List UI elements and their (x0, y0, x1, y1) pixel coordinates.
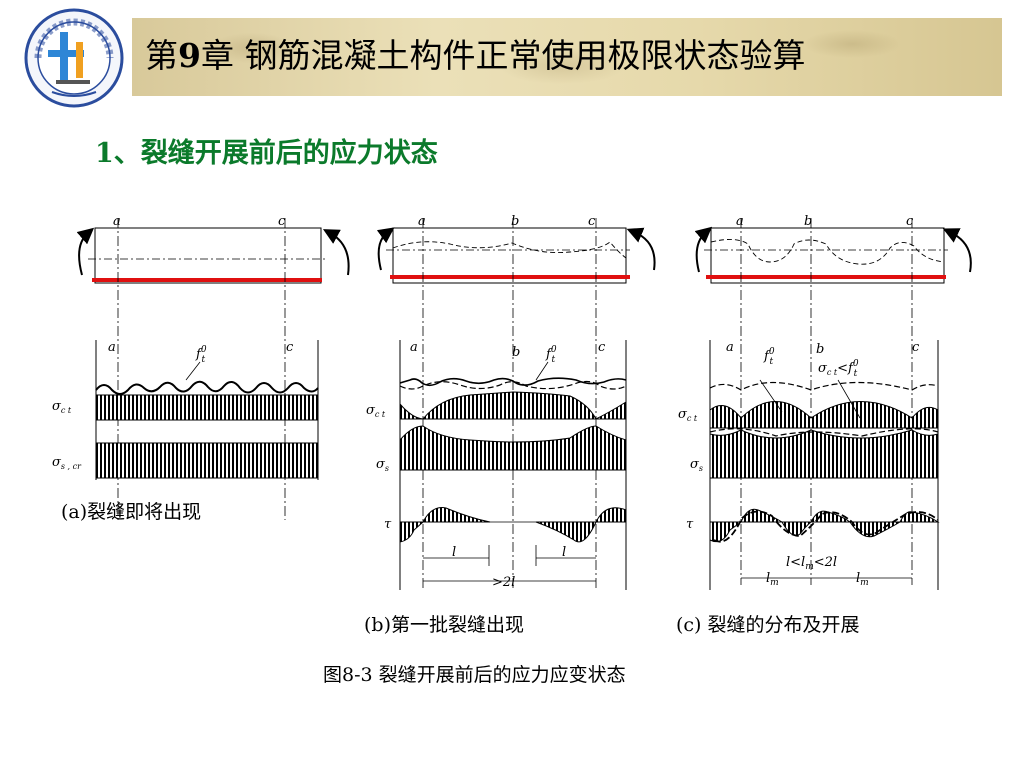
section-title: 1、裂缝开展前后的应力状态 (95, 138, 438, 169)
panel-b-dim-l2: l (562, 545, 566, 560)
caption-panel-a: (a)裂缝即将出现 (61, 501, 202, 523)
caption-panel-b: (b)第一批裂缝出现 (364, 614, 524, 636)
panel-b-tau: τ (384, 517, 392, 532)
panel-a-label-c: c (286, 340, 294, 355)
panel-b-sigma-ct: σc t (366, 403, 386, 419)
panel-c-label-c: c (912, 340, 920, 355)
figure-caption: 图8-3 裂缝开展前后的应力应变状态 (323, 664, 626, 686)
panel-b-top-label-c: c (588, 214, 596, 229)
panel-c-dim-lm1: lm (766, 571, 779, 588)
panel-b-label-c: c (598, 340, 606, 355)
panel-c-tau: τ (686, 517, 694, 532)
panel-b-sigma-s: σs (376, 457, 389, 473)
panel-b-dim-l1: l (452, 545, 456, 560)
caption-panel-c: (c) 裂缝的分布及开展 (676, 614, 860, 636)
panel-a-top-label-c: c (278, 214, 286, 229)
panel-a-label-a: a (108, 340, 116, 355)
page-title: 第9章 钢筋混凝土构件正常使用极限状态验算 (145, 36, 806, 75)
header-band (132, 18, 1002, 96)
panel-b-top-label-a: a (418, 214, 426, 229)
panel-c-label-b: b (816, 342, 824, 357)
panel-b-top-label-b: b (511, 214, 519, 229)
panel-c-sigma-s: σs (690, 457, 703, 473)
panel-c-top-label-a: a (736, 214, 744, 229)
panel-c-top-label-c: c (906, 214, 914, 229)
panel-b-dim-total: >2l (492, 575, 515, 590)
panel-b-label-b: b (512, 345, 520, 360)
panel-c-label-a: a (726, 340, 734, 355)
university-logo (24, 8, 124, 108)
panel-c-dim-lm2: lm (856, 571, 869, 588)
panel-c-range: l<lm<2l (786, 555, 837, 572)
panel-a-sigma-ct: σc t (52, 399, 72, 415)
panel-c-top-label-b: b (804, 214, 812, 229)
panel-c-sigma-ct: σc t (678, 407, 698, 423)
panel-a-sigma-s: σs , cr (52, 455, 82, 471)
panel-b-label-a: a (410, 340, 418, 355)
panel-a-top-label-a: a (113, 214, 121, 229)
